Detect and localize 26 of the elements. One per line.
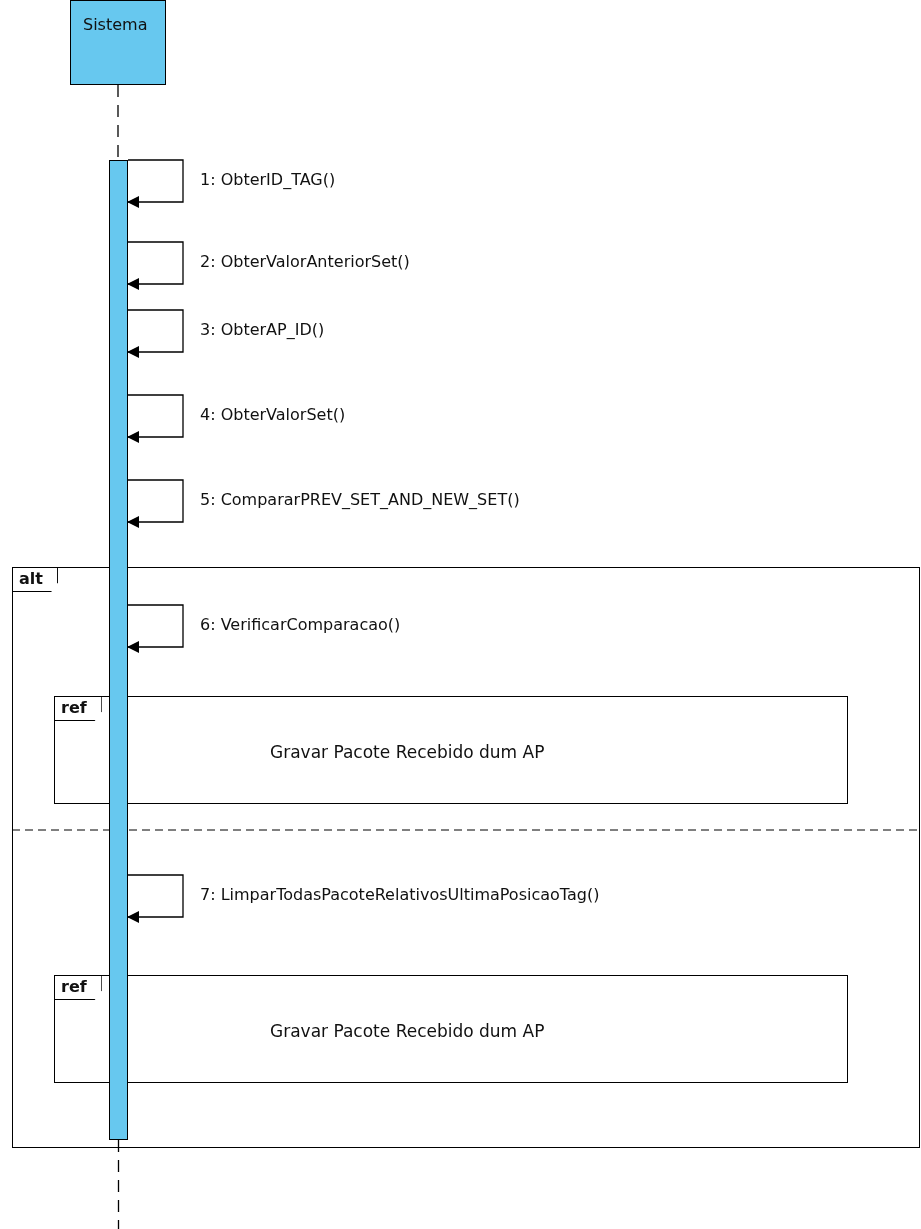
self-message-arrow (127, 241, 184, 290)
message-label: 7: LimparTodasPacoteRelativosUltimaPosicaoTag() (200, 885, 600, 904)
message-label: 4: ObterValorSet() (200, 405, 346, 424)
lifeline-head-box (70, 0, 166, 85)
self-message-arrow (127, 479, 184, 528)
ref-tag: ref (55, 697, 102, 721)
ref-title: Gravar Pacote Recebido dum AP (270, 1021, 545, 1041)
message-label: 5: CompararPREV_SET_AND_NEW_SET() (200, 490, 520, 509)
lifeline-name: Sistema (83, 15, 148, 34)
self-message-arrow (127, 309, 184, 358)
activation-bar (109, 160, 128, 1140)
message-label: 3: ObterAP_ID() (200, 320, 325, 339)
message-label: 1: ObterID_TAG() (200, 170, 336, 189)
message-label: 6: VerificarComparacao() (200, 615, 401, 634)
alt-frame (12, 567, 920, 1148)
alt-tag: alt (13, 568, 58, 592)
ref-title: Gravar Pacote Recebido dum AP (270, 742, 545, 762)
ref-tag: ref (55, 976, 102, 1000)
self-message-arrow (127, 604, 184, 653)
lifeline (117, 1139, 120, 1229)
self-message-arrow (127, 394, 184, 443)
message-label: 2: ObterValorAnteriorSet() (200, 252, 410, 271)
self-message-arrow (127, 159, 184, 208)
ref-frame (54, 696, 848, 804)
self-message-arrow (127, 874, 184, 923)
ref-frame (54, 975, 848, 1083)
